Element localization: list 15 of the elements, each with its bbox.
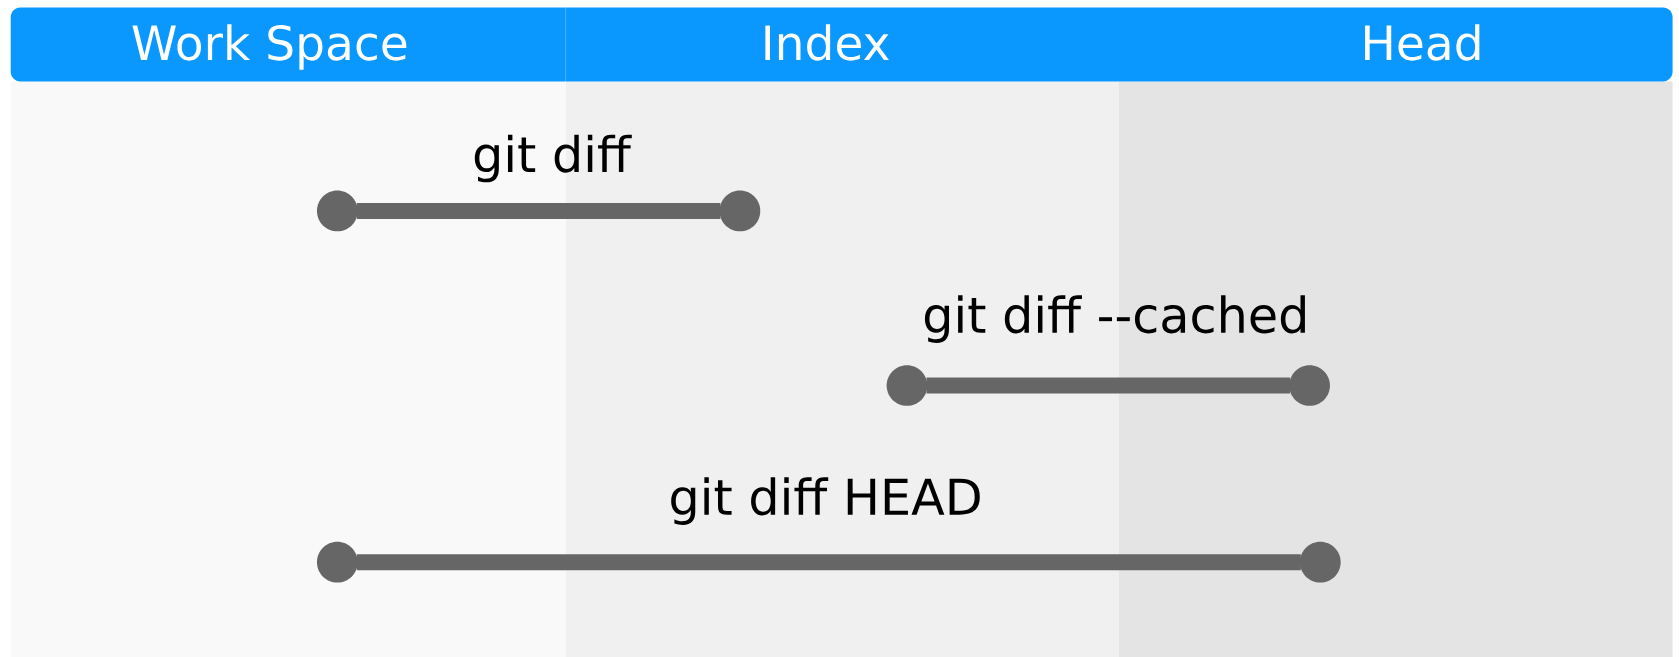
connector-line (356, 202, 721, 219)
node-label: Index (765, 23, 889, 61)
node-label: Work Space (132, 23, 407, 70)
endpoint-dot (1299, 541, 1341, 583)
endpoint-dot (316, 190, 358, 232)
connector-line (356, 553, 1301, 570)
endpoint-dot (886, 364, 928, 406)
node-label: Head (1365, 23, 1480, 61)
endpoint-dot (1289, 364, 1330, 406)
endpoint-dot (316, 541, 358, 583)
connector-line (926, 377, 1291, 394)
edge-label: git diff --cached (924, 295, 1305, 343)
endpoint-dot (719, 190, 761, 232)
edge-label: git diff (474, 134, 632, 183)
edge-label: git diff HEAD (671, 477, 980, 525)
